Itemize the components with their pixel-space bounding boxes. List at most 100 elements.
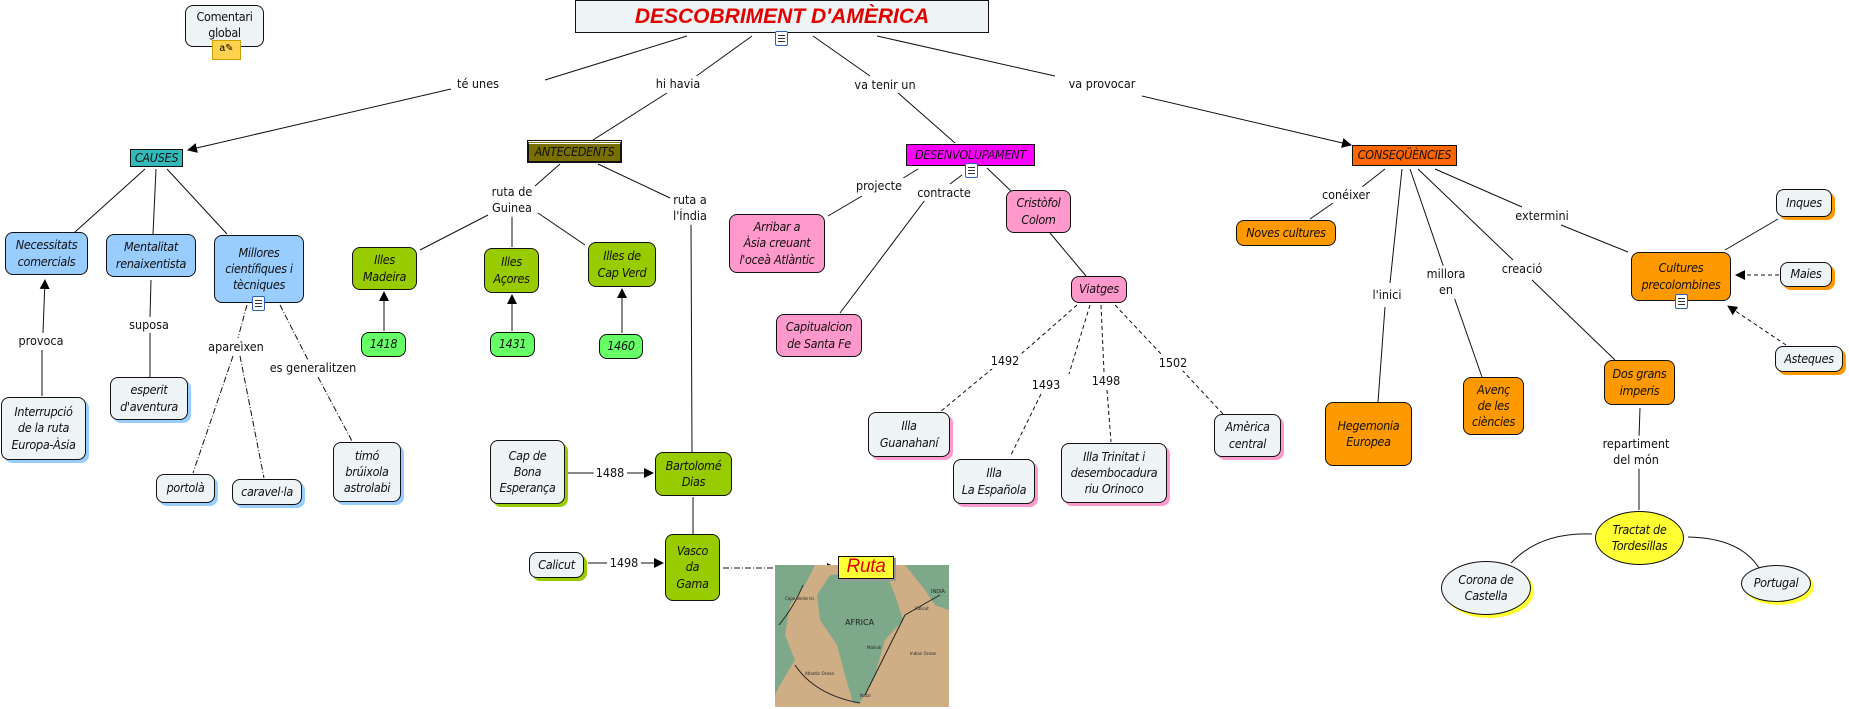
link-label: contracte [915, 184, 973, 202]
edge [827, 195, 863, 217]
note-icon[interactable]: a✎ [212, 40, 241, 60]
node-bartolome-dias[interactable]: Bartolomé Dias [655, 452, 732, 496]
edge [1100, 304, 1105, 373]
node-america-central[interactable]: Amèrica central [1214, 414, 1281, 457]
node-maies[interactable]: Maies [1780, 262, 1832, 287]
edge [317, 376, 353, 442]
node-avenc[interactable]: Avenç de les ciències [1463, 377, 1524, 435]
edge [939, 367, 994, 413]
edge [1019, 304, 1078, 356]
node-capitulacion[interactable]: Capitualcion de Santa Fe [776, 314, 862, 357]
node-madeira[interactable]: Illes Madeira [352, 247, 417, 290]
node-esperit[interactable]: esperit d'aventura [110, 377, 188, 420]
node-cap-bona-esperanca[interactable]: Cap de Bona Esperança [490, 440, 565, 504]
edge [74, 168, 146, 233]
node-espanola[interactable]: Illa La Española [953, 459, 1035, 504]
svg-text:Cape Verde Isl.: Cape Verde Isl. [785, 596, 815, 601]
node-cristofol-colom[interactable]: Cristòfol Colom [1006, 190, 1071, 233]
edge [166, 168, 228, 235]
svg-text:INDIA: INDIA [931, 589, 946, 595]
edge [187, 88, 452, 153]
node-desenvolupament[interactable]: DESENVOLUPAMENT [906, 144, 1035, 166]
edge [1114, 304, 1164, 357]
node-causes[interactable]: CAUSES [130, 149, 183, 167]
document-icon[interactable] [775, 31, 788, 46]
node-calicut[interactable]: Calicut [529, 552, 584, 578]
node-ruta[interactable]: Ruta [838, 556, 894, 579]
edge [896, 91, 956, 144]
link-label: repartiment del món [1600, 435, 1672, 469]
edge [537, 212, 586, 246]
node-asteques[interactable]: Asteques [1775, 346, 1843, 372]
node-antecedents[interactable]: ANTECEDENTS [527, 140, 622, 163]
link-label: 1502 [1156, 354, 1190, 372]
link-label: l'inici [1370, 286, 1404, 304]
document-icon[interactable] [252, 296, 265, 311]
comment-label: Comentari global [196, 9, 253, 41]
node-viatges[interactable]: Viatges [1071, 276, 1127, 303]
node-vasco-da-gama[interactable]: Vasco da Gama [665, 534, 720, 601]
node-necessitats[interactable]: Necessitats comercials [5, 232, 88, 275]
edge [544, 35, 688, 81]
edge [1510, 533, 1593, 564]
svg-text:Indian Ocean: Indian Ocean [910, 651, 937, 656]
edge [812, 35, 871, 77]
node-caravella[interactable]: caravel·la [232, 479, 302, 505]
node-dos-grans-imperis[interactable]: Dos grans imperis [1604, 360, 1675, 405]
edge [1417, 168, 1514, 261]
node-capverd[interactable]: Illes de Cap Verd [588, 242, 656, 287]
edge [1068, 304, 1091, 375]
edge [1531, 279, 1616, 361]
link-label: millora en [1424, 265, 1468, 299]
edge [239, 355, 265, 479]
edge [592, 92, 668, 141]
node-portugal[interactable]: Portugal [1741, 565, 1811, 602]
node-inques[interactable]: Inques [1776, 189, 1832, 217]
node-corona-castella[interactable]: Corona de Castella [1441, 561, 1531, 615]
node-trinitat[interactable]: Illa Trinitat i desembocadura riu Orinoc… [1061, 443, 1167, 503]
node-portola[interactable]: portolà [156, 474, 215, 503]
edge [1106, 389, 1112, 443]
sub-map-icon[interactable] [1675, 294, 1688, 309]
node-1418[interactable]: 1418 [361, 332, 406, 357]
node-1460[interactable]: 1460 [599, 334, 643, 359]
node-consequencies[interactable]: CONSEQÜÈNCIES [1352, 145, 1457, 166]
edge [986, 167, 1012, 192]
edge [279, 304, 309, 361]
edge [690, 223, 693, 453]
node-1431[interactable]: 1431 [490, 332, 535, 357]
node-mentalitat[interactable]: Mentalitat renaixentista [106, 234, 196, 277]
edge [1727, 305, 1787, 346]
link-label: 1492 [988, 352, 1022, 370]
node-interrupcio[interactable]: Interrupció de la ruta Europa-Àsia [1, 397, 86, 460]
svg-text:Atlantic Ocean: Atlantic Ocean [805, 671, 835, 676]
edge [1009, 393, 1042, 458]
svg-text:Natal: Natal [860, 693, 871, 698]
node-guanahani[interactable]: Illa Guanahaní [868, 412, 950, 457]
link-label: 1498 [607, 554, 641, 572]
node-millores[interactable]: Millores científiques i tècniques [214, 235, 304, 303]
document-icon[interactable] [965, 163, 978, 178]
node-tractat-tordesillas[interactable]: Tractat de Tordesillas [1595, 511, 1684, 565]
route-map-image[interactable]: AFRICA Cape Verde Isl. Atlantic Ocean In… [775, 565, 949, 707]
edge [1434, 168, 1523, 208]
edge [1361, 168, 1386, 188]
node-arribar[interactable]: Arribar a Àsia creuant l'oceà Atlàntic [729, 214, 825, 273]
link-label: 1488 [593, 464, 627, 482]
node-noves-cultures[interactable]: Noves cultures [1236, 220, 1336, 246]
edge [1453, 296, 1483, 378]
node-hegemonia[interactable]: Hegemonia Europea [1325, 402, 1412, 466]
link-label: 1493 [1029, 376, 1063, 394]
edge [419, 214, 489, 251]
edge [1389, 168, 1403, 284]
node-acores[interactable]: Illes Açores [484, 248, 539, 293]
link-label: hi havia [653, 75, 703, 93]
link-label: va tenir un [852, 76, 918, 94]
link-label: apareìxen [206, 338, 266, 356]
edge [1687, 536, 1760, 569]
node-timo[interactable]: timó brúixola astrolabi [333, 442, 401, 502]
link-label: extermini [1513, 207, 1571, 225]
edge [1409, 168, 1445, 269]
link-label: ruta de Guinea [489, 183, 535, 217]
edge [1309, 202, 1334, 220]
